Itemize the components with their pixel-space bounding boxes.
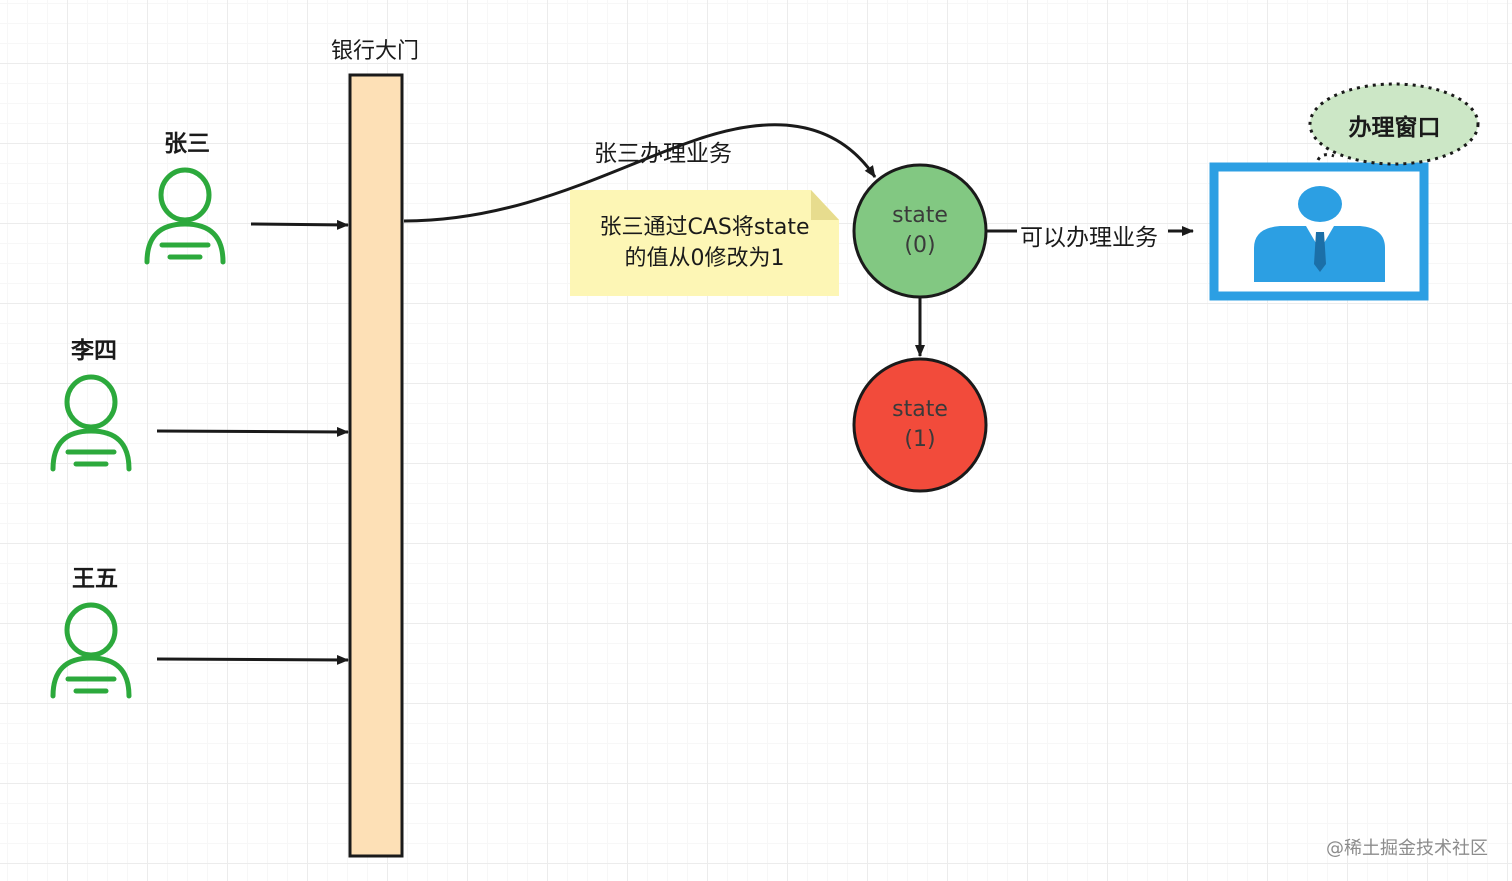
- state-1-circle: [852, 357, 988, 493]
- state-0-text: state (0): [860, 201, 980, 261]
- state-1-value: (1): [904, 427, 936, 452]
- state-0-circle: [852, 163, 988, 299]
- arrow-lisi-to-gate: [156, 426, 349, 437]
- state-0-label: state: [892, 203, 948, 228]
- state-1-label: state: [892, 397, 948, 422]
- businessman-icon: [1254, 186, 1385, 282]
- proceed-flow-label: 可以办理业务: [1020, 225, 1158, 251]
- cas-note-line-1: 张三通过CAS将state: [599, 215, 810, 240]
- cas-note-text: 张三通过CAS将state 的值从0修改为1: [570, 212, 839, 274]
- state-0-value: (0): [904, 233, 936, 258]
- window-bubble-label: 办理窗口: [1348, 115, 1441, 141]
- enter-flow-label: 张三办理业务: [594, 141, 732, 167]
- arrow-zhangsan-to-gate: [250, 219, 349, 230]
- state-1-text: state (1): [860, 395, 980, 455]
- person-name-wangwu: 王五: [72, 566, 118, 592]
- person-name-zhangsan: 张三: [164, 131, 210, 157]
- service-window: [1209, 162, 1429, 301]
- person-icon-wangwu: [50, 602, 132, 699]
- gate-label: 银行大门: [331, 39, 420, 64]
- person-icon-lisi: [50, 374, 132, 472]
- arrow-wangwu-to-gate: [156, 654, 349, 665]
- person-icon-zhangsan: [144, 167, 226, 265]
- cas-note: [570, 190, 839, 296]
- window-label-bubble: [1308, 82, 1480, 166]
- bank-gate-bar: [348, 73, 404, 858]
- curve-gate-to-state0: [403, 123, 877, 223]
- cas-note-line-2: 的值从0修改为1: [624, 246, 785, 271]
- person-name-lisi: 李四: [71, 338, 117, 364]
- watermark: @稀土掘金技术社区: [1326, 838, 1488, 859]
